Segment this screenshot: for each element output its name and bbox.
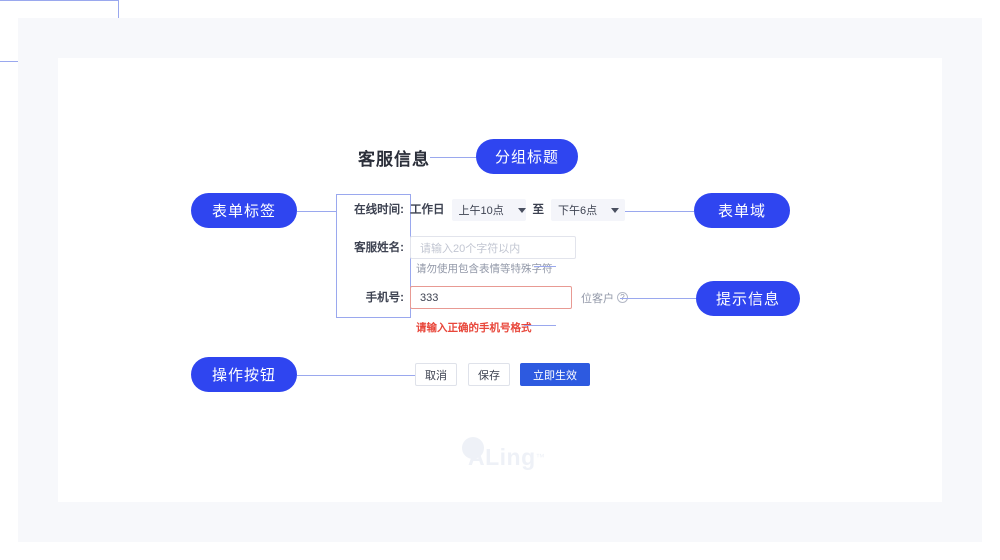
cancel-button[interactable]: 取消 — [415, 363, 457, 386]
connector-hint-callout — [656, 298, 696, 299]
select-end-time[interactable]: 下午6点 — [551, 199, 625, 221]
help-circle-icon[interactable]: ? — [617, 292, 628, 303]
form-row-online-time: 在线时间: 工作日 上午10点 至 下午6点 — [342, 198, 632, 222]
watermark-dot — [462, 437, 484, 459]
connector-gray-hint — [534, 266, 556, 267]
field-phone: 333 位客户 ? — [410, 286, 628, 309]
time-range-separator: 至 — [532, 204, 545, 216]
select-start-time-value: 上午10点 — [458, 205, 504, 217]
connector-formlabel-callout — [297, 211, 336, 212]
connector-formfield-callout — [620, 211, 694, 212]
label-agent-name: 客服姓名: — [354, 242, 404, 254]
chevron-down-icon — [517, 207, 526, 213]
weekday-text: 工作日 — [410, 204, 445, 216]
phone-suffix: 位客户 ? — [581, 290, 628, 306]
form-row-phone: 手机号: 333 位客户 ? — [342, 286, 628, 310]
apply-now-button[interactable]: 立即生效 — [520, 363, 590, 386]
save-button[interactable]: 保存 — [468, 363, 510, 386]
connector-title-to-callout — [430, 157, 478, 158]
callout-group-title: 分组标题 — [476, 139, 578, 174]
chevron-down-icon — [611, 207, 620, 213]
agent-name-input[interactable]: 请输入20个字符以内 — [410, 236, 576, 259]
connector-error-hint — [524, 325, 556, 326]
label-online-time: 在线时间: — [354, 204, 404, 216]
connector-action-callout — [297, 375, 415, 376]
phone-input[interactable]: 333 — [410, 286, 572, 309]
callout-action-buttons: 操作按钮 — [191, 357, 297, 392]
select-start-time[interactable]: 上午10点 — [451, 199, 526, 221]
inner-content-card — [58, 58, 942, 502]
callout-hint-message: 提示信息 — [696, 281, 800, 316]
page-title: 客服信息 — [358, 150, 430, 169]
form-row-agent-name: 客服姓名: 请输入20个字符以内 — [342, 236, 576, 260]
callout-form-label: 表单标签 — [191, 193, 297, 228]
connector-helpicon-callout — [620, 298, 656, 299]
watermark-text: ALing — [468, 443, 536, 470]
watermark-trademark: ™ — [535, 452, 546, 462]
aling-watermark: ALing ™ — [462, 437, 578, 474]
phone-suffix-text: 位客户 — [581, 292, 614, 305]
agent-name-hint: 请勿使用包含表情等特殊字符 — [416, 263, 553, 275]
label-phone: 手机号: — [365, 292, 404, 304]
phone-error-message: 请输入正确的手机号格式 — [416, 322, 532, 334]
field-agent-name: 请输入20个字符以内 — [410, 236, 576, 259]
callout-form-field: 表单域 — [694, 193, 790, 228]
select-end-time-value: 下午6点 — [558, 205, 598, 217]
field-online-time: 工作日 上午10点 至 下午6点 — [410, 198, 632, 222]
